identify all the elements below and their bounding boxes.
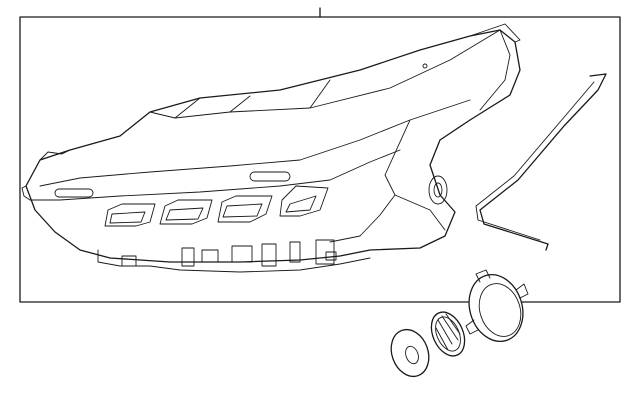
cover-hub bbox=[405, 345, 419, 365]
headlamp-assembly bbox=[21, 23, 521, 273]
dust-cover bbox=[390, 328, 430, 378]
led-module-3-inner bbox=[222, 203, 263, 218]
wire-clip-outer bbox=[479, 73, 607, 251]
drl-strip-left bbox=[54, 188, 94, 198]
ridge-seam-3 bbox=[309, 79, 331, 109]
socket-outer bbox=[468, 274, 524, 342]
led-module-1-inner bbox=[109, 211, 146, 224]
cover-outer bbox=[390, 328, 430, 378]
wire-clip-inner bbox=[475, 81, 595, 241]
connector-6 bbox=[289, 241, 301, 263]
led-module-2 bbox=[159, 199, 213, 225]
connector-5 bbox=[261, 243, 277, 267]
led-module-4-inner bbox=[285, 195, 317, 213]
led-module-3 bbox=[217, 195, 273, 223]
led-module-4 bbox=[279, 185, 329, 217]
connector-3 bbox=[201, 249, 219, 263]
ridge-seam-2 bbox=[229, 95, 251, 113]
drl-strip-center bbox=[249, 171, 291, 182]
headlamp-housing bbox=[25, 29, 521, 263]
flange-edge bbox=[479, 29, 511, 111]
top-flange bbox=[469, 23, 521, 43]
socket-tab-top bbox=[475, 269, 491, 283]
led-module-1 bbox=[104, 203, 156, 227]
cap-hatching bbox=[435, 313, 461, 351]
cap-outer bbox=[430, 311, 466, 357]
ridge-seam-1 bbox=[174, 97, 201, 119]
housing-socket-inner bbox=[433, 182, 443, 198]
connector-1 bbox=[121, 255, 137, 267]
bottom-bracket-line bbox=[97, 249, 371, 273]
socket-inner bbox=[478, 283, 522, 337]
connector-4 bbox=[231, 245, 253, 263]
wire-seal-clip bbox=[475, 73, 607, 251]
connector-8 bbox=[325, 251, 337, 261]
mount-hole bbox=[422, 63, 428, 69]
lens-lower-edge bbox=[29, 149, 401, 201]
assembly-frame bbox=[19, 16, 621, 303]
left-corner bbox=[21, 185, 31, 201]
inner-lower-curve bbox=[329, 194, 396, 243]
connector-2 bbox=[181, 247, 195, 267]
bulb-socket bbox=[465, 269, 529, 342]
left-tab bbox=[39, 149, 71, 161]
socket-tab-right bbox=[515, 283, 529, 299]
lens-upper-edge bbox=[39, 99, 471, 187]
housing-socket-ring bbox=[428, 175, 448, 205]
socket-tab-left bbox=[465, 319, 479, 335]
lens-cap bbox=[430, 311, 466, 357]
cap-inner bbox=[435, 316, 461, 352]
led-module-2-inner bbox=[165, 207, 204, 221]
